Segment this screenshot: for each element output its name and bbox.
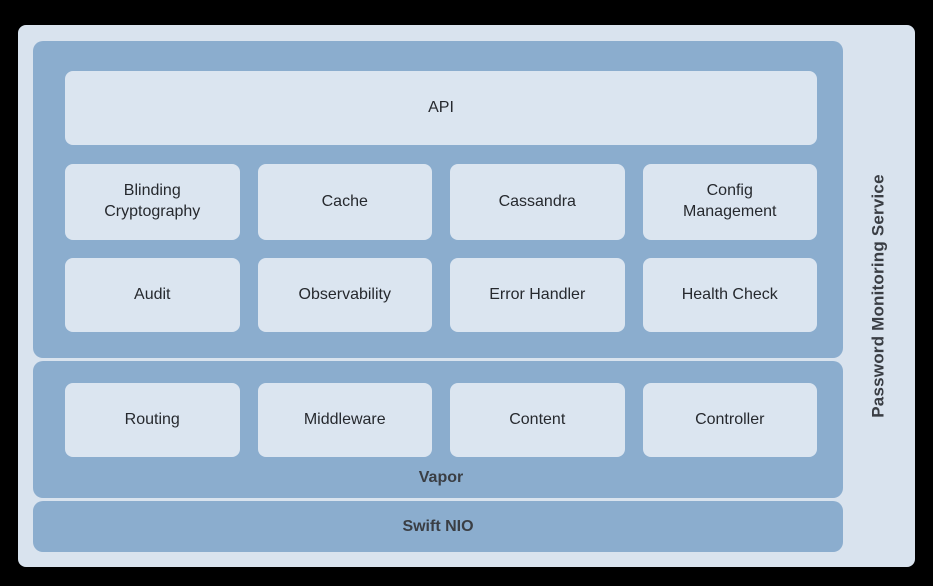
vapor-layer: Routing Middleware Content Controller Va… xyxy=(33,361,843,498)
component-box-cassandra: Cassandra xyxy=(450,164,625,240)
component-label: Routing xyxy=(124,410,180,428)
component-box-content: Content xyxy=(450,383,625,457)
component-label: Config Management xyxy=(683,182,777,220)
component-box-blinding-cryptography: Blinding Cryptography xyxy=(65,164,240,240)
component-label: Middleware xyxy=(303,410,386,428)
component-box-audit: Audit xyxy=(65,258,240,332)
component-label: Audit xyxy=(134,285,171,303)
component-label: Error Handler xyxy=(489,285,586,303)
component-label: Cassandra xyxy=(498,192,576,210)
component-label: Content xyxy=(509,410,566,428)
diagram-title: Password Monitoring Service xyxy=(869,174,888,418)
component-box-error-handler: Error Handler xyxy=(450,258,625,332)
swift-nio-layer: Swift NIO xyxy=(33,501,843,552)
component-box-observability: Observability xyxy=(257,258,432,332)
title-strip: Password Monitoring Service xyxy=(843,25,915,567)
vapor-layer-label: Vapor xyxy=(418,468,464,486)
service-component-row-1: Blinding Cryptography Cache Cassandra Co… xyxy=(65,164,817,240)
component-box-health-check: Health Check xyxy=(642,258,817,332)
component-box-middleware: Middleware xyxy=(257,383,432,457)
component-label: Observability xyxy=(298,285,391,303)
password-monitoring-service-container: API Blinding Cryptography Cache Cassandr… xyxy=(18,25,915,567)
component-label: Health Check xyxy=(681,285,778,303)
component-label: Controller xyxy=(695,410,765,428)
component-box-controller: Controller xyxy=(642,383,817,457)
component-label: Cache xyxy=(321,192,368,210)
service-component-row-2: Audit Observability Error Handler Health… xyxy=(65,258,817,332)
swift-nio-layer-label: Swift NIO xyxy=(402,517,474,535)
layer-stack: API Blinding Cryptography Cache Cassandr… xyxy=(33,41,843,552)
api-label: API xyxy=(428,98,454,116)
component-box-cache: Cache xyxy=(257,164,432,240)
service-layer: API Blinding Cryptography Cache Cassandr… xyxy=(33,41,843,358)
vapor-component-row: Routing Middleware Content Controller xyxy=(65,383,817,457)
api-box: API xyxy=(65,71,817,145)
component-box-config-management: Config Management xyxy=(642,164,817,240)
component-box-routing: Routing xyxy=(65,383,240,457)
component-label: Blinding Cryptography xyxy=(104,182,201,220)
